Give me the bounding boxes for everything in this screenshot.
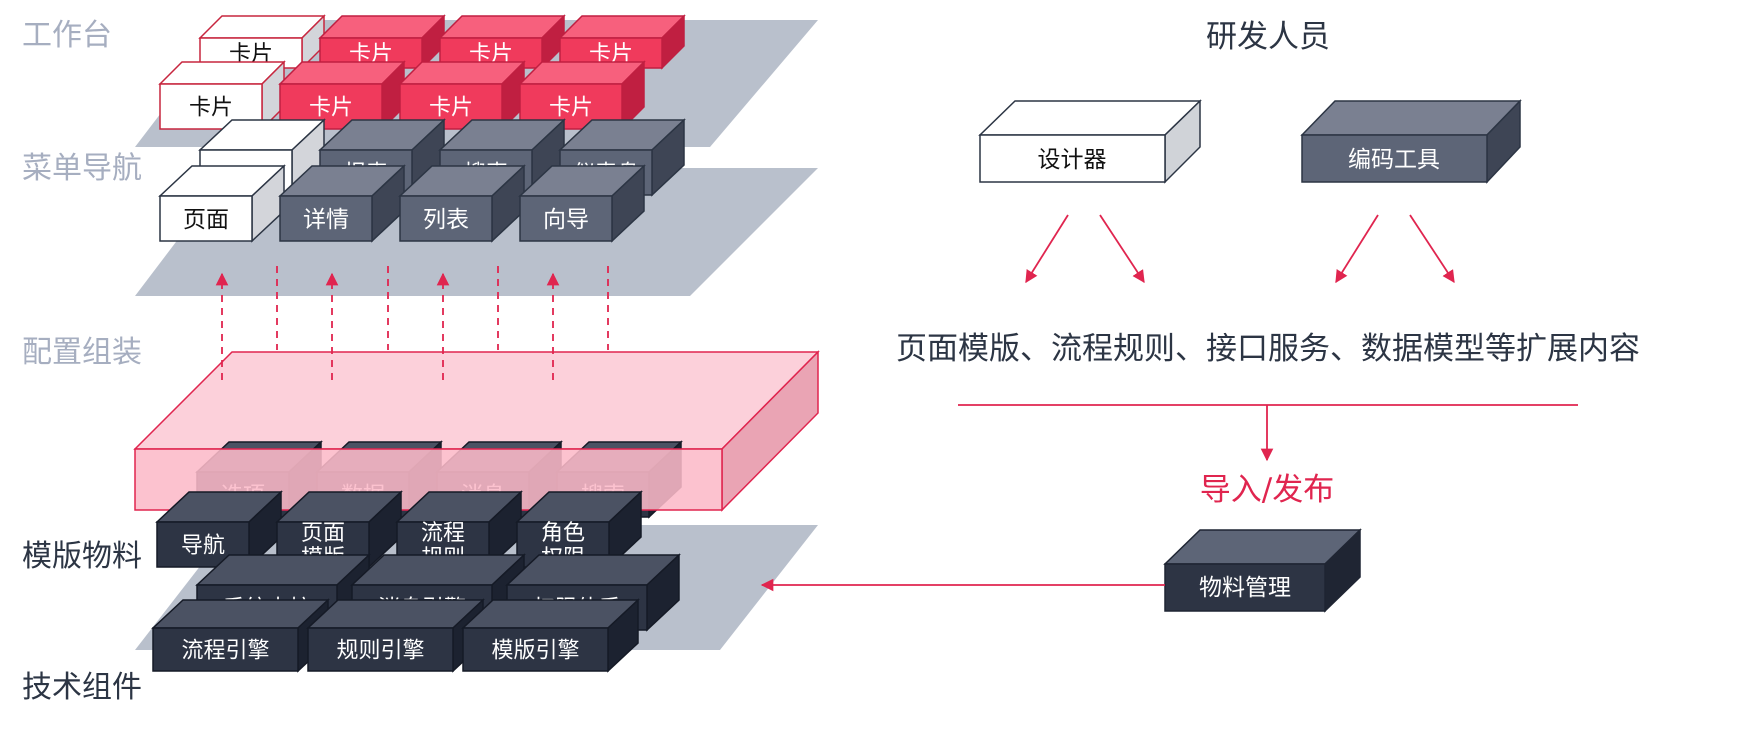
tpl-role-permission-label: 角色 bbox=[541, 521, 585, 546]
tech-rule-engine-label: 规则引擎 bbox=[336, 638, 424, 663]
tech-flow-engine: 流程引擎 bbox=[151, 598, 330, 673]
material-mgmt-box: 物料管理 bbox=[1163, 528, 1362, 613]
config-dashed-arrows bbox=[215, 266, 609, 380]
card-red-back: 卡片 bbox=[558, 14, 686, 70]
workbench-cards: 卡片卡片卡片卡片卡片卡片卡片卡片 bbox=[158, 14, 686, 131]
designer-box: 设计器 bbox=[978, 99, 1202, 184]
coding-tool-label: 编码工具 bbox=[1348, 147, 1440, 173]
menu-list-label: 列表 bbox=[423, 207, 469, 233]
menu-list: 列表 bbox=[398, 164, 526, 243]
tpl-page-template-label: 页面 bbox=[301, 521, 345, 546]
layer-label-config: 配置组装 bbox=[22, 335, 142, 370]
tech-front-row: 流程引擎 规则引擎 模版引擎 bbox=[151, 598, 640, 673]
tpl-flow-rules-label: 流程 bbox=[421, 521, 465, 546]
menu-wizard-label: 向导 bbox=[543, 207, 589, 233]
menu-detail: 详情 bbox=[278, 164, 406, 243]
developer-arrows bbox=[1025, 214, 1455, 284]
card-red-back: 卡片 bbox=[438, 14, 566, 70]
menu-detail-label: 详情 bbox=[303, 207, 349, 233]
tech-flow-engine-label: 流程引擎 bbox=[181, 638, 269, 663]
card-red-front: 卡片 bbox=[518, 60, 646, 131]
material-mgmt-label: 物料管理 bbox=[1199, 575, 1291, 601]
card-white-front: 卡片 bbox=[158, 60, 286, 131]
card-red-front-label: 卡片 bbox=[549, 95, 593, 120]
layer-label-tech: 技术组件 bbox=[22, 670, 142, 705]
card-red-front-label: 卡片 bbox=[429, 95, 473, 120]
developers-title: 研发人员 bbox=[1206, 19, 1330, 55]
menu-page: 页面 bbox=[158, 164, 286, 243]
coding-tool-box: 编码工具 bbox=[1300, 99, 1522, 184]
card-red-front: 卡片 bbox=[398, 60, 526, 131]
card-white-front-label: 卡片 bbox=[189, 95, 233, 120]
layer-label-workbench: 工作台 bbox=[22, 18, 112, 53]
import-publish-label: 导入/发布 bbox=[1200, 472, 1334, 508]
menu-nav-front-row: 页面 详情 列表 向导 bbox=[158, 164, 646, 243]
card-red-back: 卡片 bbox=[318, 14, 446, 70]
layer-label-templates: 模版物料 bbox=[22, 539, 142, 574]
designer-label: 设计器 bbox=[1038, 147, 1107, 173]
tech-template-engine: 模版引擎 bbox=[461, 598, 640, 673]
card-white-back: 卡片 bbox=[198, 14, 326, 70]
tech-template-engine-label: 模版引擎 bbox=[491, 638, 579, 663]
layer-label-menu-nav: 菜单导航 bbox=[22, 151, 142, 186]
menu-page-label: 页面 bbox=[183, 207, 229, 233]
menu-wizard: 向导 bbox=[518, 164, 646, 243]
card-red-front-label: 卡片 bbox=[309, 95, 353, 120]
tech-rule-engine: 规则引擎 bbox=[306, 598, 485, 673]
extension-content-text: 页面模版、流程规则、接口服务、数据模型等扩展内容 bbox=[896, 331, 1640, 367]
tpl-nav-label: 导航 bbox=[181, 533, 225, 558]
card-red-front: 卡片 bbox=[278, 60, 406, 131]
